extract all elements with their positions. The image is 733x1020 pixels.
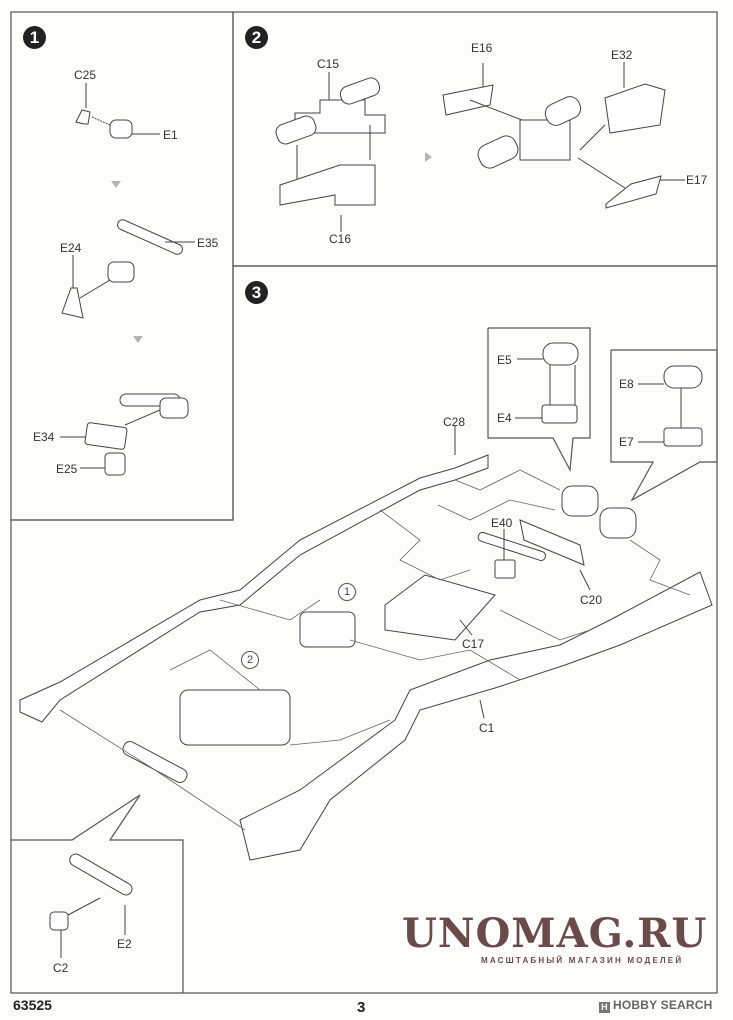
step-1-art bbox=[60, 83, 195, 476]
label-e5: E5 bbox=[497, 353, 512, 367]
kit-number: 63525 bbox=[13, 997, 52, 1013]
label-c2: C2 bbox=[53, 961, 69, 975]
label-e16: E16 bbox=[471, 41, 493, 55]
label-c20: C20 bbox=[580, 593, 603, 607]
label-c17: C17 bbox=[462, 637, 485, 651]
subassembly-1 bbox=[299, 611, 356, 648]
label-e35: E35 bbox=[197, 236, 219, 250]
part-c15 bbox=[294, 99, 386, 134]
label-e24: E24 bbox=[60, 241, 82, 255]
right-arrow-icon bbox=[425, 152, 432, 162]
step-3-art bbox=[19, 342, 713, 958]
part-e8 bbox=[663, 365, 703, 389]
label-e40: E40 bbox=[491, 516, 513, 530]
part-e24 bbox=[61, 287, 84, 319]
subassembly-ref-2: 2 bbox=[241, 651, 259, 669]
part-e16 bbox=[442, 84, 494, 116]
detail-box-e5-e4 bbox=[487, 327, 591, 473]
label-e17: E17 bbox=[686, 173, 708, 187]
label-c1: C1 bbox=[479, 721, 495, 735]
shop-watermark-title: UNOMAG.RU bbox=[402, 910, 708, 957]
part-c16 bbox=[279, 164, 376, 206]
part-c25 bbox=[75, 109, 91, 125]
part-e5 bbox=[542, 342, 579, 366]
fuel-tank-1 bbox=[561, 485, 599, 517]
part-c1-frame-right bbox=[239, 571, 713, 861]
label-e2: E2 bbox=[117, 937, 132, 951]
part-e25 bbox=[104, 452, 126, 476]
label-e1: E1 bbox=[163, 128, 178, 142]
part-e35 bbox=[117, 219, 183, 255]
label-e8: E8 bbox=[619, 377, 634, 391]
hobby-search-logo-icon: H bbox=[599, 1002, 610, 1013]
page-number: 3 bbox=[357, 999, 366, 1016]
part-c17 bbox=[384, 574, 496, 641]
step-2-badge: 2 bbox=[245, 26, 268, 49]
detail-box-e2-c2 bbox=[11, 794, 184, 993]
part-e2 bbox=[69, 853, 133, 896]
step-2-art bbox=[275, 62, 685, 232]
subassembly-2 bbox=[179, 689, 291, 746]
part-e1 bbox=[109, 119, 133, 139]
step-3-panel bbox=[10, 265, 718, 994]
label-c28: C28 bbox=[443, 415, 466, 429]
label-e25: E25 bbox=[56, 462, 78, 476]
part-c1-frame-left bbox=[19, 454, 489, 723]
part-e17 bbox=[605, 175, 662, 209]
shop-watermark-subtitle: МАСШТАБНЫЙ МАГАЗИН МОДЕЛЕЙ bbox=[481, 956, 684, 965]
part-e2-assembled bbox=[122, 741, 188, 783]
part-e32 bbox=[604, 83, 666, 134]
step-3-badge: 3 bbox=[245, 281, 268, 304]
subassembly-ref-1: 1 bbox=[338, 583, 356, 601]
part-e7 bbox=[663, 427, 703, 447]
label-e32: E32 bbox=[611, 48, 633, 62]
part-c2 bbox=[49, 911, 69, 931]
fuel-tank-2 bbox=[599, 507, 637, 539]
detail-box-e8-e7 bbox=[610, 349, 718, 502]
part-c20 bbox=[519, 519, 585, 566]
publisher-name: HOBBY SEARCH bbox=[613, 998, 713, 1012]
step-1-badge: 1 bbox=[23, 26, 46, 49]
label-c25: C25 bbox=[74, 68, 97, 82]
part-mount bbox=[107, 261, 135, 283]
label-e4: E4 bbox=[497, 411, 512, 425]
part-e34 bbox=[84, 422, 128, 450]
down-arrow-icon bbox=[111, 181, 121, 188]
label-c16: C16 bbox=[329, 232, 352, 246]
part-hub bbox=[519, 119, 571, 161]
label-e7: E7 bbox=[619, 435, 634, 449]
label-e34: E34 bbox=[33, 430, 55, 444]
part-e40 bbox=[477, 531, 546, 562]
down-arrow-icon-2 bbox=[133, 336, 143, 343]
part-e4 bbox=[541, 404, 578, 424]
label-c15: C15 bbox=[317, 57, 340, 71]
